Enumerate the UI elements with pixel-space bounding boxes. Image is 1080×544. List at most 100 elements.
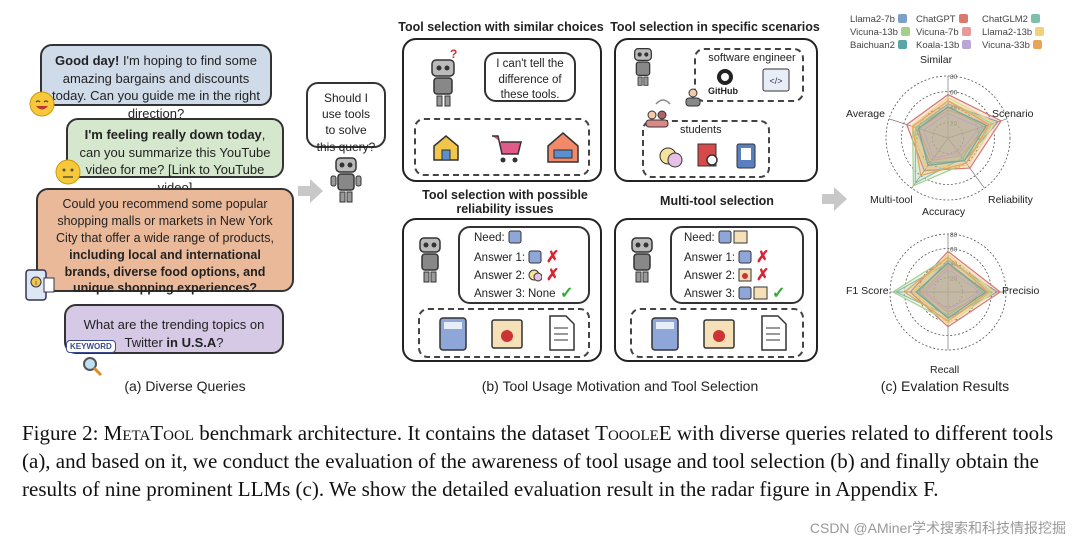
robot-question-bubble: Should I use tools to solve this query? (306, 82, 386, 154)
radar1-axis-similar: Similar (920, 54, 953, 66)
shopping-cart-icon (492, 135, 522, 163)
reliability-answer-1-label: Answer 1: (474, 252, 526, 264)
radar1-axis-scenario: Scenario (992, 108, 1034, 120)
calculator-icon (439, 317, 467, 351)
figure-caption-part-1: benchmark architecture. It contains the … (193, 421, 596, 445)
multi-answer-3-label: Answer 3: (684, 288, 736, 300)
students-person-icon (645, 110, 669, 128)
panel-similar: ? I can't tell the difference of these t… (402, 38, 602, 182)
radar-series-vicuna-33b (903, 256, 990, 322)
calculator-icon (651, 317, 679, 351)
radar-tick-label: 60 (950, 90, 958, 97)
github-icon (717, 69, 733, 85)
wrong-mark-icon: ✗ (546, 267, 560, 284)
figure-label: Figure 2: (22, 421, 104, 445)
query-2-text: , can you summarize this YouTube video f… (79, 127, 271, 195)
web-bug-icon (491, 319, 523, 349)
radar1-axis-average: Average (846, 108, 885, 120)
reliability-need-label: Need: (474, 232, 505, 244)
radar-tick-label: 80 (950, 74, 958, 81)
robot-icon (631, 237, 653, 283)
legend-item: Llama2-13b (982, 27, 1045, 38)
radar2-axis-recall: Recall (930, 364, 960, 376)
radar-chart-tool-usage: 20 40 60 80 (885, 74, 1011, 201)
calculator-icon (508, 230, 522, 244)
query-4-pre: What are the trending topics on Twitter (83, 317, 265, 350)
wrong-mark-icon: ✗ (546, 249, 560, 266)
calculator-icon (738, 250, 752, 264)
tablet-book-icon (736, 143, 756, 169)
web-bug-icon (738, 268, 752, 282)
radar-grid-ring (885, 75, 1011, 201)
radar-series-baichuan2 (915, 262, 987, 319)
svg-text:i: i (35, 280, 37, 287)
legend-item: Vicuna-7b (916, 27, 971, 38)
house-rent-icon (547, 132, 579, 163)
query-bubble-1: Good day! I'm hoping to find some amazin… (40, 44, 272, 121)
calculator-web-icon (718, 230, 748, 244)
panel-multi-title: Multi-tool selection (660, 194, 774, 208)
radar-series-vicuna-33b (911, 100, 991, 177)
reliability-tools-box (418, 308, 590, 358)
arrow-icon (298, 179, 323, 203)
radar-series-koala-13b (923, 268, 982, 311)
legend-item: Baichuan2 (850, 40, 907, 51)
reliability-answers-bubble (458, 226, 590, 304)
legend-item: Vicuna-33b (982, 40, 1042, 51)
reliability-answer-2-label: Answer 2: (474, 270, 526, 282)
panel-scenario: software engineer GitHub </> students (614, 38, 818, 182)
legend-item: Koala-13b (916, 40, 972, 51)
students-scenario-box: students (642, 120, 770, 178)
translate-icon (528, 269, 542, 282)
panel-reliability-title: Tool selection with possible reliability… (422, 188, 588, 216)
arrow-icon (822, 187, 847, 211)
legend-item: Vicuna-13b (850, 27, 910, 38)
radar-tick-label: 20 (950, 276, 958, 283)
panel-scenario-title: Tool selection in specific scenarios (610, 20, 820, 34)
reliability-answer-3-value: None (528, 288, 556, 300)
book-search-icon (697, 143, 718, 167)
robot-icon (419, 237, 441, 283)
metatool-name: MetaTool (103, 421, 194, 445)
code-window-icon: </> (762, 68, 790, 92)
legend-item: Llama2-7b (850, 14, 907, 25)
calculator-web-icon (738, 286, 768, 300)
house-hand-icon (433, 135, 459, 161)
multi-answer-1-label: Answer 1: (684, 252, 736, 264)
query-4-bold: in U.S.A (166, 334, 217, 350)
engineer-scenario-box: software engineer GitHub </> (694, 48, 804, 102)
radar-tick-label: 40 (950, 105, 958, 112)
figure-caption-part-2: with diverse queries related to differen… (22, 421, 1054, 501)
magnifier-icon (83, 357, 103, 377)
robot-icon (330, 157, 362, 203)
happy-face-icon (29, 91, 55, 117)
keyword-badge: KEYWORD (66, 340, 116, 353)
radar2-axis-accuracy: Accuracy (922, 206, 966, 218)
reliability-answer-3-label: Answer 3: (474, 288, 526, 300)
watermark: CSDN @AMiner学术搜索和科技情报挖掘 (809, 520, 1066, 536)
multi-need-label: Need: (684, 232, 715, 244)
query-2-bold: I'm feeling really down today (84, 127, 262, 142)
query-4-post: ? (216, 334, 224, 350)
query-3-pre: Could you recommend some popular shoppin… (56, 197, 274, 245)
radar-tick-label: 60 (950, 247, 958, 254)
document-icon (761, 315, 787, 351)
panel-reliability: Need: Answer 1: ✗ Answer 2: ✗ Answer 3: … (402, 218, 602, 362)
check-mark-icon: ✓ (560, 285, 574, 302)
multi-answer-2-label: Answer 2: (684, 270, 736, 282)
confused-speech-bubble: I can't tell the difference of these too… (484, 52, 576, 102)
robot-icon (634, 48, 652, 86)
wrong-mark-icon: ✗ (756, 267, 770, 284)
radar1-axis-reliability: Reliability (988, 194, 1033, 206)
query-bubble-3: Could you recommend some popular shoppin… (36, 188, 294, 295)
radar-tick-label: 20 (950, 121, 958, 128)
radar-grid-ring (901, 91, 995, 185)
radar-series-koala-13b (922, 112, 982, 159)
similar-tools-box (414, 118, 590, 176)
github-label: GitHub (708, 86, 738, 96)
radar2-axis-f1: F1 Score (846, 285, 889, 297)
query-bubble-2: I'm feeling really down today, can you s… (66, 118, 284, 195)
swap-arrows-icon (655, 99, 671, 105)
web-bug-icon (703, 319, 735, 349)
